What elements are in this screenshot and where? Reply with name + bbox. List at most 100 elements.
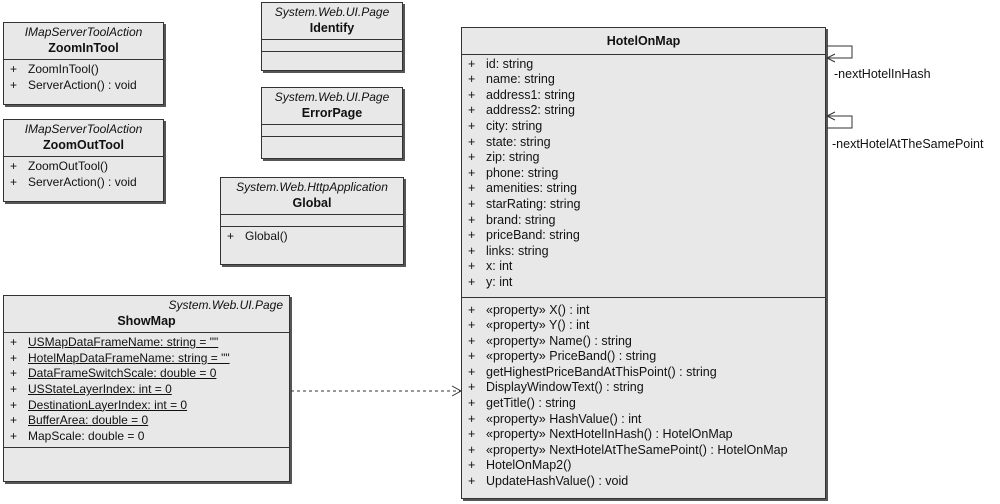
visibility-marker: + — [468, 380, 476, 395]
stereotype-label: System.Web.HttpApplication — [236, 180, 388, 194]
member-row: +x: int — [462, 259, 825, 275]
attributes-compartment — [262, 124, 402, 136]
visibility-marker: + — [468, 212, 476, 227]
member-row: +«property» Name() : string — [462, 334, 825, 350]
member-text: amenities: string — [486, 181, 578, 196]
member-row: +«property» PriceBand() : string — [462, 349, 825, 365]
dependency-arrowhead — [451, 385, 463, 397]
member-text: BufferArea: double = 0 — [28, 413, 149, 428]
member-text: ServerAction() : void — [28, 77, 137, 92]
class-header: System.Web.HttpApplication Global — [221, 178, 403, 214]
member-row: + ServerAction() : void — [4, 78, 163, 94]
member-row: +links: string — [462, 244, 825, 260]
member-row: +USStateLayerIndex: int = 0 — [4, 382, 289, 398]
stereotype-label: System.Web.UI.Page — [168, 298, 284, 312]
visibility-marker: + — [468, 243, 476, 258]
member-text: USStateLayerIndex: int = 0 — [28, 381, 172, 396]
member-row: +priceBand: string — [462, 228, 825, 244]
methods-compartment — [4, 447, 289, 481]
member-row: +ZoomInTool() — [4, 62, 163, 78]
member-text: brand: string — [486, 212, 556, 227]
member-text: «property» Name() : string — [486, 333, 632, 348]
visibility-marker: + — [468, 411, 476, 426]
class-global[interactable]: System.Web.HttpApplication Global + Globa… — [220, 177, 404, 265]
class-name: Global — [292, 195, 332, 210]
member-row: +DisplayWindowText() : string — [462, 380, 825, 396]
visibility-marker: + — [468, 165, 476, 180]
class-name: ShowMap — [117, 313, 176, 328]
member-text: zip: string — [486, 150, 540, 165]
class-header: IMapServerToolAction ZoomInTool — [4, 23, 163, 59]
member-row: + amenities: string — [462, 181, 825, 197]
visibility-marker: + — [468, 72, 476, 87]
visibility-marker: + — [468, 118, 476, 133]
class-header: HotelOnMap — [462, 28, 825, 54]
visibility-marker: + — [10, 159, 18, 174]
member-row: +HotelOnMap2() — [462, 458, 825, 474]
class-showmap[interactable]: System.Web.UI.Page ShowMap +USMapDataFra… — [3, 295, 290, 482]
class-header: System.Web.UI.Page ShowMap — [4, 296, 289, 332]
member-row: +getTitle() : string — [462, 396, 825, 412]
attributes-compartment: +USMapDataFrameName: string = ""+HotelMa… — [4, 332, 289, 447]
visibility-marker: + — [468, 302, 476, 317]
member-text: DestinationLayerIndex: int = 0 — [28, 397, 188, 412]
member-row: +zip: string — [462, 150, 825, 166]
visibility-marker: + — [468, 228, 476, 243]
class-zoomintool[interactable]: IMapServerToolAction ZoomInTool +ZoomInT… — [3, 22, 164, 105]
member-text: HotelOnMap2() — [486, 458, 572, 473]
visibility-marker: + — [468, 442, 476, 457]
visibility-marker: + — [468, 103, 476, 118]
member-text: MapScale: double = 0 — [28, 428, 145, 443]
member-row: +address1: string — [462, 88, 825, 104]
member-text: state: string — [486, 134, 551, 149]
class-header: System.Web.UI.Page ErrorPage — [262, 88, 402, 124]
member-row: + brand: string — [462, 213, 825, 229]
visibility-marker: + — [468, 427, 476, 442]
visibility-marker: + — [468, 87, 476, 102]
member-row: +getHighestPriceBandAtThisPoint() : stri… — [462, 365, 825, 381]
visibility-marker: + — [227, 229, 235, 244]
visibility-marker: + — [10, 366, 18, 381]
member-text: ZoomOutTool() — [28, 159, 109, 174]
member-row: + MapScale: double = 0 — [4, 429, 289, 445]
member-text: address2: string — [486, 103, 575, 118]
visibility-marker: + — [10, 350, 18, 365]
member-row: +«property» Y() : int — [462, 318, 825, 334]
member-text: DataFrameSwitchScale: double = 0 — [28, 366, 217, 381]
visibility-marker: + — [468, 181, 476, 196]
visibility-marker: + — [10, 174, 18, 189]
member-text: «property» NextHotelInHash() : HotelOnMa… — [486, 427, 733, 442]
member-row: + «property» HashValue() : int — [462, 412, 825, 428]
class-zoomouttool[interactable]: IMapServerToolAction ZoomOutTool +ZoomOu… — [3, 119, 164, 202]
visibility-marker: + — [10, 77, 18, 92]
class-errorpage[interactable]: System.Web.UI.Page ErrorPage — [261, 87, 403, 159]
methods-compartment: +«property» X() : int+«property» Y() : i… — [462, 296, 825, 493]
member-row: +DestinationLayerIndex: int = 0 — [4, 398, 289, 414]
visibility-marker: + — [468, 396, 476, 411]
visibility-marker: + — [468, 134, 476, 149]
class-name: Identify — [309, 20, 355, 35]
visibility-marker: + — [10, 413, 18, 428]
attributes-compartment — [262, 39, 402, 51]
attributes-compartment: + id: string+name: string+address1: strin… — [462, 53, 825, 297]
methods-compartment — [262, 51, 402, 65]
class-hotelonmap[interactable]: HotelOnMap +id: string+name: string+addr… — [461, 27, 826, 499]
attributes-compartment — [221, 214, 403, 226]
member-row: +«property» X() : int — [462, 303, 825, 319]
member-row: +UpdateHashValue() : void — [462, 474, 825, 490]
member-text: «property» HashValue() : int — [486, 411, 642, 426]
role-label-next-same-point: -nextHotelAtTheSamePoint — [832, 137, 984, 151]
member-row: +starRating: string — [462, 197, 825, 213]
member-row: +phone: string — [462, 166, 825, 182]
visibility-marker: + — [468, 274, 476, 289]
member-row: + ZoomOutTool() — [4, 159, 163, 175]
member-row: + «property» NextHotelInHash() : HotelOnM… — [462, 427, 825, 443]
association-arrowhead — [825, 111, 836, 121]
class-identify[interactable]: System.Web.UI.Page Identify — [261, 2, 403, 71]
member-row: + state: string — [462, 135, 825, 151]
member-row: +name: string — [462, 72, 825, 88]
member-row: +ServerAction() : void — [4, 175, 163, 191]
member-text: id: string — [486, 56, 534, 71]
visibility-marker: + — [10, 428, 18, 443]
